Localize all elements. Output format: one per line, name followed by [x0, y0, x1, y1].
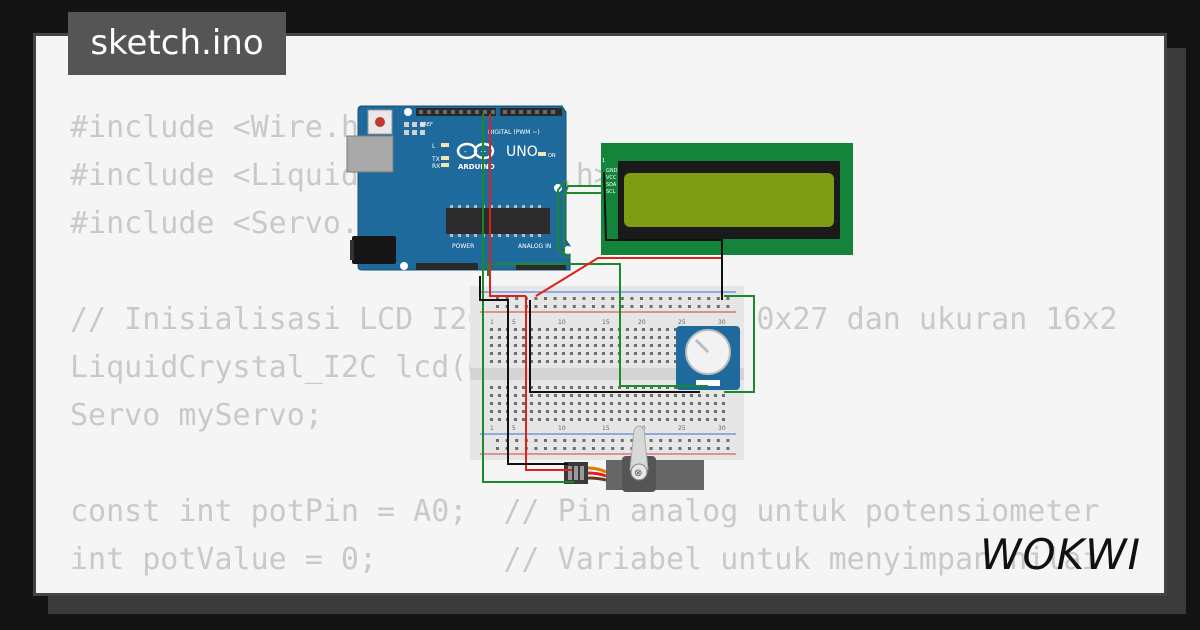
- svg-text:WOKWI: WOKWI: [980, 530, 1141, 579]
- board-model-label: UNO: [506, 144, 538, 160]
- svg-text:15: 15: [602, 425, 610, 432]
- lcd-pin-scl: SCL: [606, 189, 616, 195]
- svg-text:POWER: POWER: [452, 243, 474, 250]
- aref-pin-label: AREF: [420, 122, 433, 128]
- wokwi-logo: WOKWI: [980, 530, 1141, 579]
- lcd-pin-gnd: GND: [606, 168, 618, 174]
- svg-text:RX: RX: [432, 163, 440, 170]
- svg-text:1: 1: [602, 158, 605, 164]
- svg-text:ANALOG IN: ANALOG IN: [518, 243, 551, 250]
- code-line: int potValue = 0; // Variabel untuk meny…: [70, 542, 1100, 577]
- svg-text:1: 1: [490, 319, 494, 326]
- potentiometer: [676, 326, 740, 390]
- svg-text:25: 25: [678, 425, 686, 432]
- svg-text:5: 5: [512, 319, 516, 326]
- code-line: int angle = 0; // Variabel untuk menyimp…: [70, 584, 1118, 593]
- board-brand-label: ARDUINO: [458, 163, 495, 171]
- svg-text:20: 20: [638, 319, 646, 326]
- svg-text:10: 10: [558, 319, 566, 326]
- svg-text:15: 15: [602, 319, 610, 326]
- svg-text:25: 25: [678, 319, 686, 326]
- svg-text:⊗: ⊗: [634, 468, 642, 479]
- sketch-title-badge: sketch.ino: [68, 12, 286, 75]
- wires: [479, 114, 755, 483]
- lcd-16x2-display: 1 GND VCC SDA SCL: [601, 143, 853, 255]
- svg-text:30: 30: [718, 425, 726, 432]
- svg-text:TX: TX: [431, 156, 440, 163]
- svg-text:1: 1: [490, 425, 494, 432]
- svg-text:ON: ON: [548, 153, 556, 159]
- servo-motor: ⊗: [564, 425, 704, 492]
- arduino-uno-board: AREF DIGITAL (PWM ~) - + UNO ARDUINO L T…: [346, 105, 572, 271]
- lcd-pin-sda: SDA: [606, 182, 617, 188]
- circuit-diagram: AREF DIGITAL (PWM ~) - + UNO ARDUINO L T…: [346, 105, 853, 492]
- svg-text:30: 30: [718, 319, 726, 326]
- svg-text:L: L: [432, 143, 436, 150]
- svg-text:-: -: [464, 147, 467, 156]
- code-line: const int potPin = A0; // Pin analog unt…: [70, 494, 1100, 529]
- svg-text:10: 10: [558, 425, 566, 432]
- lcd-pin-vcc: VCC: [606, 175, 617, 181]
- svg-text:5: 5: [512, 425, 516, 432]
- code-line: Servo myServo;: [70, 398, 323, 433]
- digital-pins-label: DIGITAL (PWM ~): [488, 129, 540, 136]
